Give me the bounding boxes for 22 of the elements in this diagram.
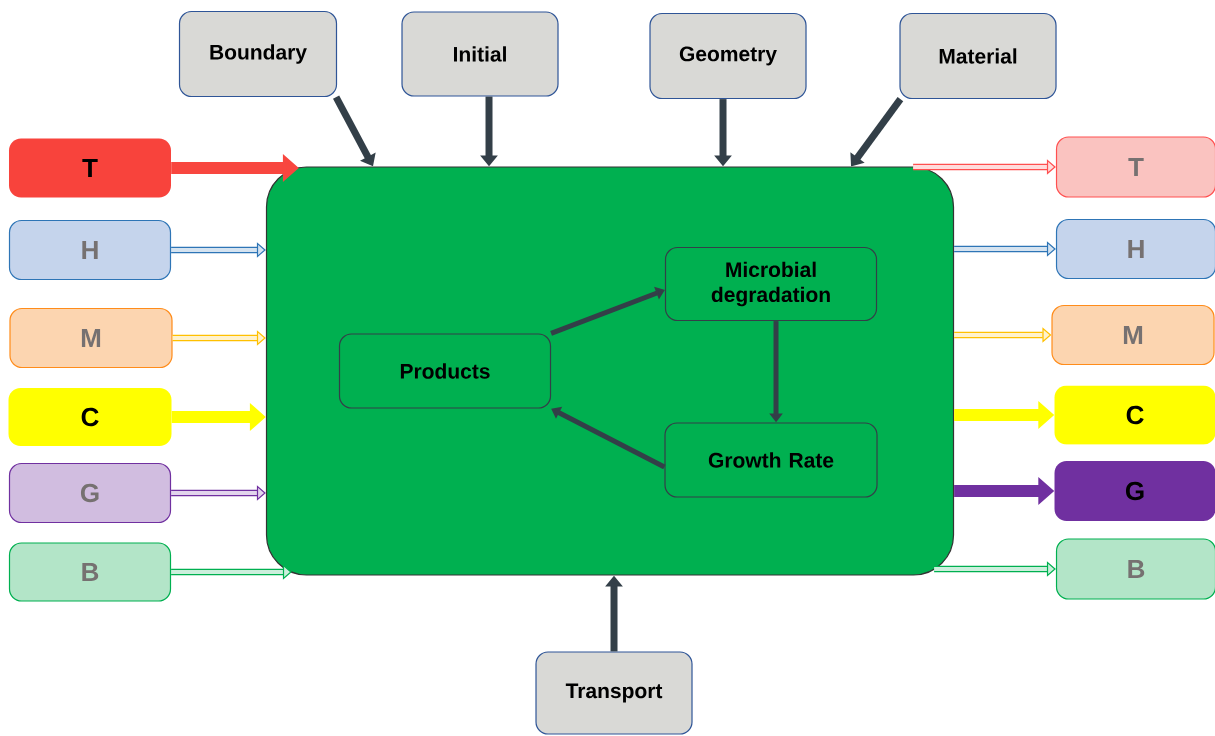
variable-box: B xyxy=(8,542,172,602)
input-box: Material xyxy=(899,12,1057,100)
variable-box: M xyxy=(1051,304,1215,366)
variable-box: C xyxy=(1054,385,1215,445)
variable-box: H xyxy=(8,219,172,281)
input-box: Geometry xyxy=(649,12,807,100)
process-box: Microbial degradation xyxy=(664,246,878,322)
variable-box: M xyxy=(9,307,173,369)
variable-box: T xyxy=(9,138,171,198)
process-box: Products xyxy=(338,333,552,409)
input-box: Transport xyxy=(535,651,693,735)
arrow xyxy=(550,286,665,336)
variable-box: G xyxy=(8,462,172,524)
variable-box: C xyxy=(8,388,172,446)
input-box: Initial xyxy=(401,11,559,97)
variable-box: H xyxy=(1055,218,1215,280)
process-box: Growth Rate xyxy=(664,422,878,498)
model-box xyxy=(265,166,955,576)
variable-box: B xyxy=(1055,538,1215,600)
variable-box: G xyxy=(1054,461,1215,521)
input-box: Boundary xyxy=(178,10,338,98)
variable-box: T xyxy=(1055,136,1215,198)
